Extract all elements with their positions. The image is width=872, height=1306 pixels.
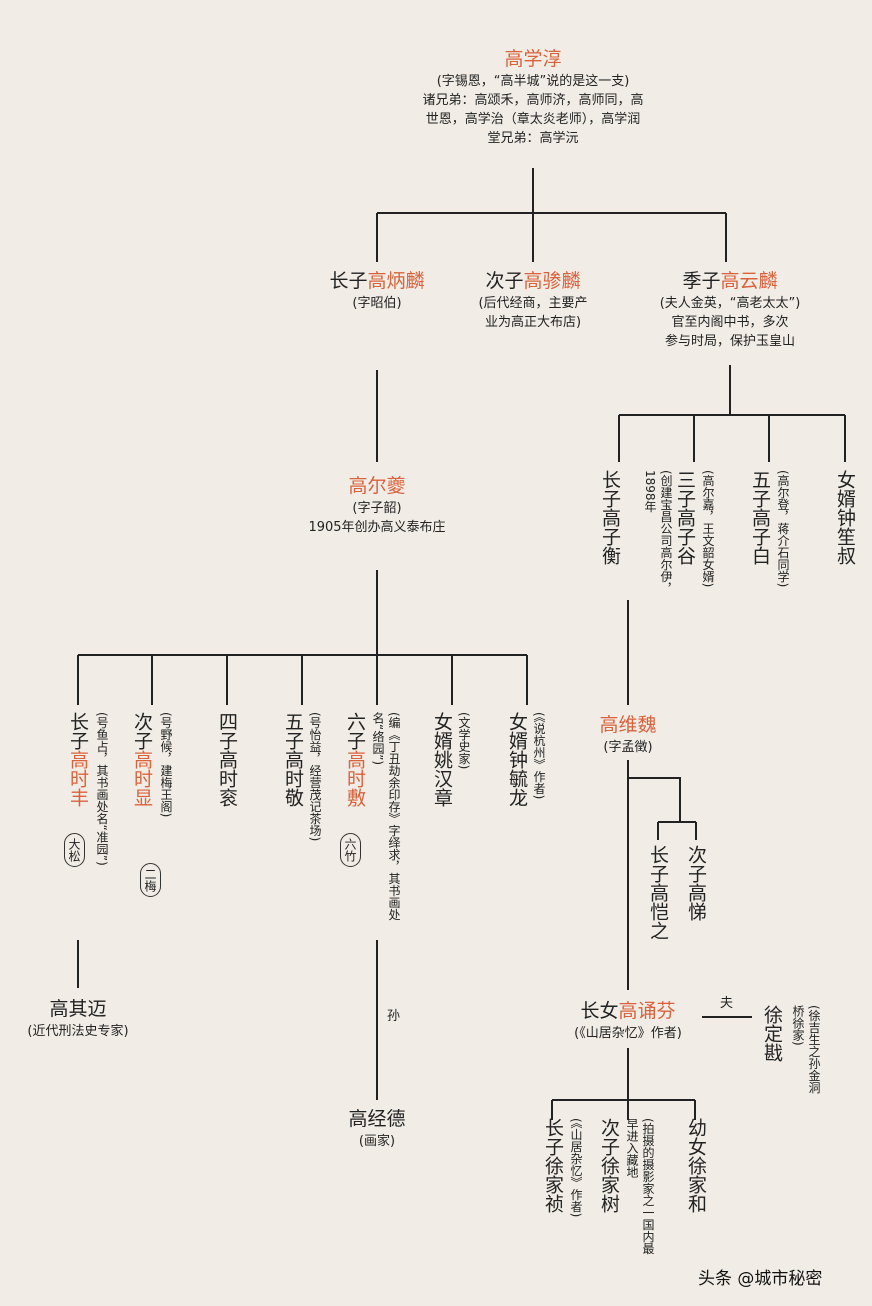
songfen-prefix: 长女 xyxy=(580,1000,619,1022)
g3-note: (高尔登，蒋介石同学) xyxy=(776,470,790,588)
root-note: (字锡恩，“高半城”说的是这一支) xyxy=(436,74,630,89)
g2-note: (编《丁丑劫余印存》字绎求，其书画处名“络园”) xyxy=(371,712,401,921)
son3-note: 参与时局，保护玉皇山 xyxy=(664,334,795,349)
weiwei-name: 高维魏 xyxy=(599,714,657,736)
badge: 大松 xyxy=(64,825,85,871)
erqing-node: 高尔夔 (字子韶) 1905年创办高义泰布庄 xyxy=(277,473,477,537)
kid-name: 次子徐家树 xyxy=(598,1118,620,1213)
songfen-note: (《山居杂忆》作者) xyxy=(574,1026,682,1041)
g2-name: 长子高时丰 xyxy=(67,712,89,807)
son2-note: 业为高正大布店) xyxy=(484,315,582,330)
badge: 六竹 xyxy=(340,825,361,871)
g2-name: 四子高时衮 xyxy=(216,712,238,807)
relation-label: 孙 xyxy=(387,1009,401,1024)
erqing-note: (字子韶) xyxy=(352,501,402,516)
jingde-note: (画家) xyxy=(358,1134,396,1149)
ww-son-name: 长子高恺之 xyxy=(647,845,669,940)
husband-note: (徐吉生之孙金洞桥徐家) xyxy=(791,1005,821,1094)
son1-name: 高炳麟 xyxy=(367,270,425,292)
g2-name: 五子高时敬 xyxy=(282,712,304,807)
g2-name: 次子高时显 xyxy=(131,712,153,807)
son3-note: (夫人金英，“高老太太”) xyxy=(659,296,801,311)
songfen-name: 高诵芬 xyxy=(618,1000,676,1022)
g2-name: 女婿钟毓龙 xyxy=(506,712,528,807)
ww-son-name: 次子高悌 xyxy=(685,845,707,921)
g2-name: 六子高时敷 xyxy=(344,712,366,807)
g2-note: (文学史家) xyxy=(457,712,471,770)
g3-note: (创建宝昌公司高尔伊，1898年 xyxy=(643,470,673,595)
husband-name: 徐定戡 xyxy=(761,1005,783,1062)
root-name: 高学淳 xyxy=(504,48,562,70)
kid-note: (《山居杂忆》作者) xyxy=(569,1118,583,1218)
g3-note: (高尔嘉，王文韶女婿) xyxy=(701,470,715,588)
g2-note: (号鱼占，其书画处名“准园”) xyxy=(95,712,109,866)
root-node: 高学淳 (字锡恩，“高半城”说的是这一支) 诸兄弟：高颂禾，高师济，高师同，高 … xyxy=(383,46,683,148)
g2-note: (号野候，建梅王阁) xyxy=(159,712,173,818)
son3-note: 官至内阁中书，多次 xyxy=(671,315,789,330)
g2-note: (号怡益，经营茂记茶场) xyxy=(308,712,322,842)
jingde-name: 高经德 xyxy=(348,1108,406,1130)
g2-note: (《说杭州》作者) xyxy=(532,712,546,800)
root-note: 诸兄弟：高颂禾，高师济，高师同，高 xyxy=(422,93,644,108)
kid-name: 幼女徐家和 xyxy=(685,1118,707,1213)
son2-note: (后代经商，主要产 xyxy=(478,296,588,311)
watermark: 头条 @城市秘密 xyxy=(698,1269,823,1289)
badge: 二梅 xyxy=(140,855,161,901)
son3-node: 季子高云麟 (夫人金英，“高老太太”) 官至内阁中书，多次 参与时局，保护玉皇山 xyxy=(620,268,840,351)
g3-name: 三子高子谷 xyxy=(674,470,696,565)
son1-prefix: 长子 xyxy=(329,270,368,292)
son2-prefix: 次子 xyxy=(485,270,524,292)
g3-name: 五子高子白 xyxy=(749,470,771,565)
son1-note: (字昭伯) xyxy=(352,296,402,311)
relation-label: 夫 xyxy=(720,996,734,1011)
jingde-node: 高经德 (画家) xyxy=(317,1106,437,1151)
son2-node: 次子高骖麟 (后代经商，主要产 业为高正大布店) xyxy=(453,268,613,332)
kid-note: (拍摄的摄影家之一国内最早进入藏地 xyxy=(625,1118,655,1255)
son3-name: 高云麟 xyxy=(720,270,778,292)
root-note: 世恩，高学治（章太炎老师），高学润 xyxy=(425,112,641,127)
root-note: 堂兄弟：高学沅 xyxy=(487,131,579,146)
weiwei-node: 高维魏 (字孟徵) xyxy=(568,712,688,757)
son3-prefix: 季子 xyxy=(682,270,721,292)
kid-name: 长子徐家祯 xyxy=(542,1118,564,1213)
qimai-name: 高其迈 xyxy=(49,998,107,1020)
qimai-note: (近代刑法史专家) xyxy=(27,1024,129,1039)
weiwei-note: (字孟徵) xyxy=(603,740,653,755)
qimai-node: 高其迈 (近代刑法史专家) xyxy=(0,996,156,1041)
g3-name: 女婿钟笙叔 xyxy=(834,470,856,565)
erqing-note: 1905年创办高义泰布庄 xyxy=(308,520,446,535)
erqing-name: 高尔夔 xyxy=(348,475,406,497)
son1-node: 长子高炳麟 (字昭伯) xyxy=(297,268,457,313)
son2-name: 高骖麟 xyxy=(523,270,581,292)
g3-name: 长子高子衡 xyxy=(599,470,621,565)
songfen-node: 长女高诵芬 (《山居杂忆》作者) xyxy=(548,998,708,1043)
g2-name: 女婿姚汉章 xyxy=(431,712,453,807)
